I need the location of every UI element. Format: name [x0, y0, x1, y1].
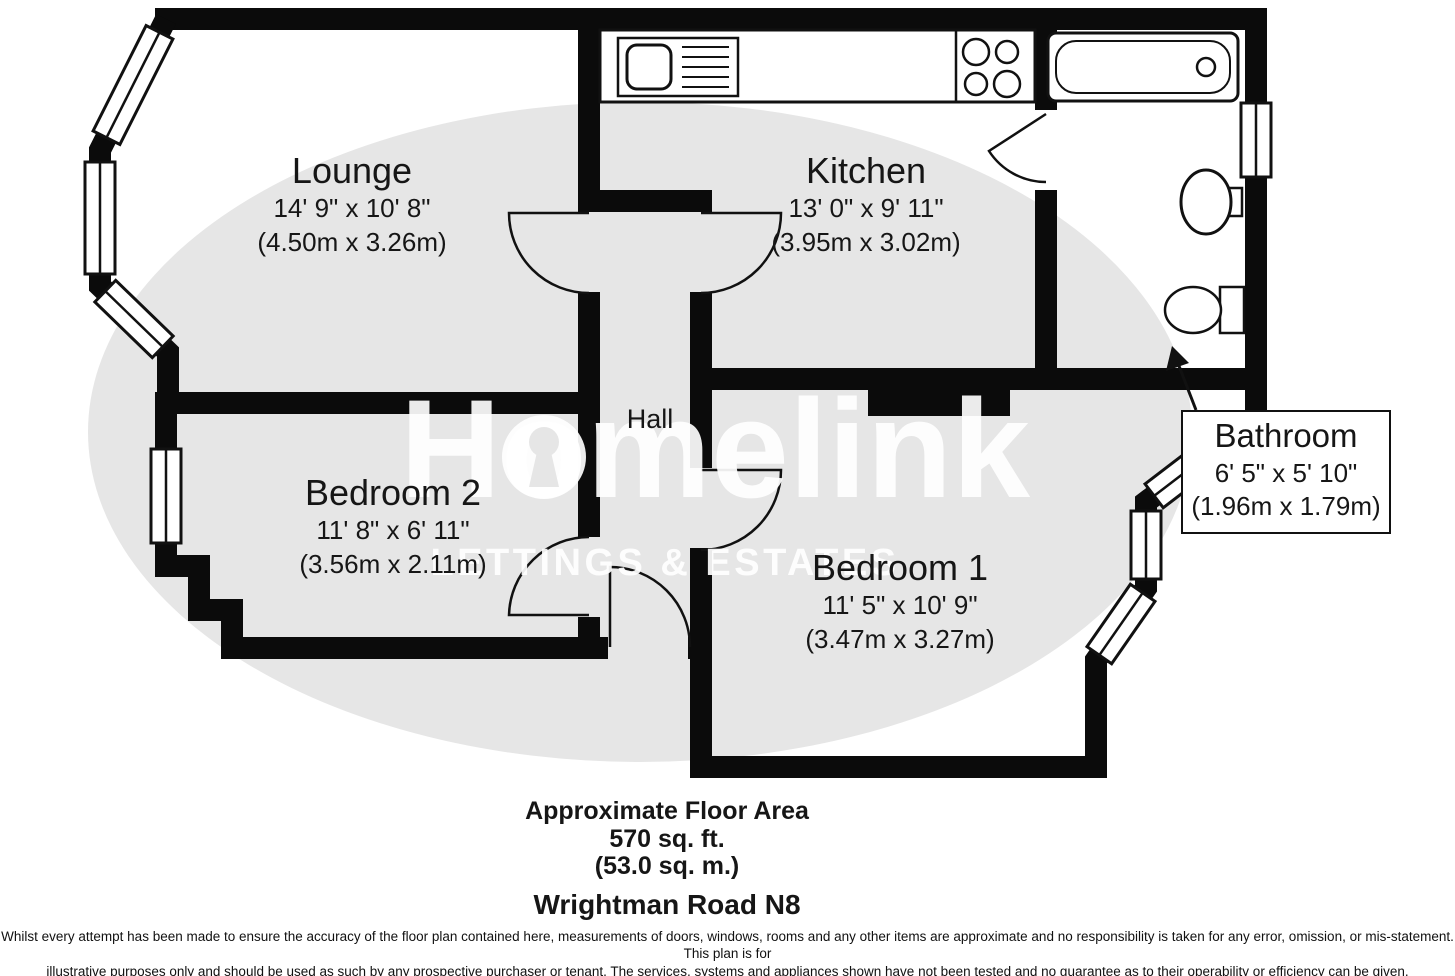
- kitchen-fixtures: [598, 28, 1037, 104]
- bathroom-window-icon: [1239, 101, 1273, 179]
- lounge-bay-window-lower-icon: [92, 278, 176, 360]
- lounge-door-icon: [507, 211, 590, 295]
- bedroom2-name: Bedroom 2: [304, 472, 482, 513]
- bathroom-arrow: [1166, 346, 1198, 411]
- bedroom1-dims-metric: (3.47m x 3.27m): [805, 623, 995, 654]
- bedroom2-door-icon: [507, 535, 590, 617]
- area-title: Approximate Floor Area: [525, 797, 809, 825]
- bedroom1-door-icon: [700, 468, 783, 552]
- bedroom1-bay-window-middle-icon: [1129, 509, 1163, 581]
- wall-right-top: [1245, 8, 1267, 103]
- chimney-breast: [868, 368, 1010, 416]
- bedroom2-window-icon: [149, 447, 183, 545]
- lounge-bay-window-upper-icon: [91, 23, 175, 147]
- disclaimer: Whilst every attempt has been made to en…: [0, 928, 1455, 976]
- lounge-name: Lounge: [291, 150, 413, 191]
- room-label-bedroom1: Bedroom 1 11' 5" x 10' 9" (3.47m x 3.27m…: [730, 547, 1070, 655]
- wall-bedroom1-bottom: [690, 756, 1107, 778]
- wall-hall-left-a: [578, 292, 600, 392]
- disclaimer-line-1: Whilst every attempt has been made to en…: [1, 928, 1454, 962]
- bedroom2-dims-imperial: 11' 8" x 6' 11": [316, 515, 470, 546]
- bathroom-door-icon: [987, 112, 1047, 184]
- area-sqm: (53.0 sq. m.): [594, 852, 740, 880]
- bedroom1-name: Bedroom 1: [811, 547, 989, 588]
- basin-icon: [1179, 168, 1244, 236]
- bathroom-label-box: Bathroom 6' 5" x 5' 10" (1.96m x 1.79m): [1181, 410, 1391, 534]
- bathroom-name: Bathroom: [1214, 417, 1358, 454]
- room-label-hall: Hall: [590, 404, 710, 435]
- wall-bathroom-left-b: [1035, 190, 1057, 390]
- lounge-bay-window-middle-icon: [83, 160, 117, 276]
- watermark-tagline-text: LETTINGS & ESTATES: [430, 542, 899, 584]
- wall-top: [155, 8, 1267, 30]
- entrance-door-icon: [608, 565, 692, 648]
- hall-name: Hall: [626, 404, 674, 434]
- hob-icon: [961, 37, 1022, 99]
- bathtub-icon: [1046, 31, 1240, 103]
- room-label-kitchen: Kitchen 13' 0" x 9' 11" (3.95m x 3.02m): [696, 150, 1036, 258]
- footer: Approximate Floor Area 570 sq. ft. (53.0…: [0, 797, 1455, 976]
- wall-lounge-bedroom2: [155, 392, 600, 414]
- kitchen-dims-imperial: 13' 0" x 9' 11": [788, 193, 944, 224]
- floorplan-canvas: Homelink LETTINGS & ESTATES: [83, 8, 1273, 778]
- wall-bedroom2-bottom: [221, 637, 608, 659]
- bedroom2-dims-metric: (3.56m x 2.11m): [299, 548, 487, 579]
- bedroom1-dims-imperial: 11' 5" x 10' 9": [822, 590, 978, 621]
- bathroom-dims-imperial: 6' 5" x 5' 10": [1214, 457, 1358, 488]
- bathroom-fixtures: [1046, 31, 1246, 335]
- wall-hall-top: [578, 190, 712, 212]
- wall-hall-right-b: [690, 548, 712, 778]
- lounge-dims-imperial: 14' 9" x 10' 8": [273, 193, 431, 224]
- address: Wrightman Road N8: [533, 888, 801, 920]
- windows: [83, 23, 1273, 666]
- wall-lounge-kitchen: [578, 30, 600, 212]
- kitchen-door-icon: [700, 211, 783, 295]
- watermark-keyhole-icon: [502, 415, 586, 499]
- sink-icon: [616, 36, 740, 98]
- toilet-icon: [1163, 285, 1246, 335]
- area-sqft: 570 sq. ft.: [609, 824, 725, 853]
- wall-right-mid: [1245, 177, 1267, 423]
- doors: [507, 112, 1047, 648]
- lounge-dims-metric: (4.50m x 3.26m): [257, 226, 447, 257]
- room-label-bedroom2: Bedroom 2 11' 8" x 6' 11" (3.56m x 2.11m…: [223, 472, 563, 580]
- room-label-lounge: Lounge 14' 9" x 10' 8" (4.50m x 3.26m): [182, 150, 522, 258]
- disclaimer-line-2: illustrative purposes only and should be…: [46, 963, 1409, 976]
- bathroom-dims-metric: (1.96m x 1.79m): [1191, 490, 1381, 521]
- kitchen-dims-metric: (3.95m x 3.02m): [771, 226, 961, 257]
- kitchen-name: Kitchen: [805, 150, 927, 191]
- watermark: Homelink LETTINGS & ESTATES: [400, 370, 1030, 584]
- watermark-ellipse: [88, 102, 1192, 762]
- bedroom1-bay-window-lower-icon: [1084, 582, 1158, 666]
